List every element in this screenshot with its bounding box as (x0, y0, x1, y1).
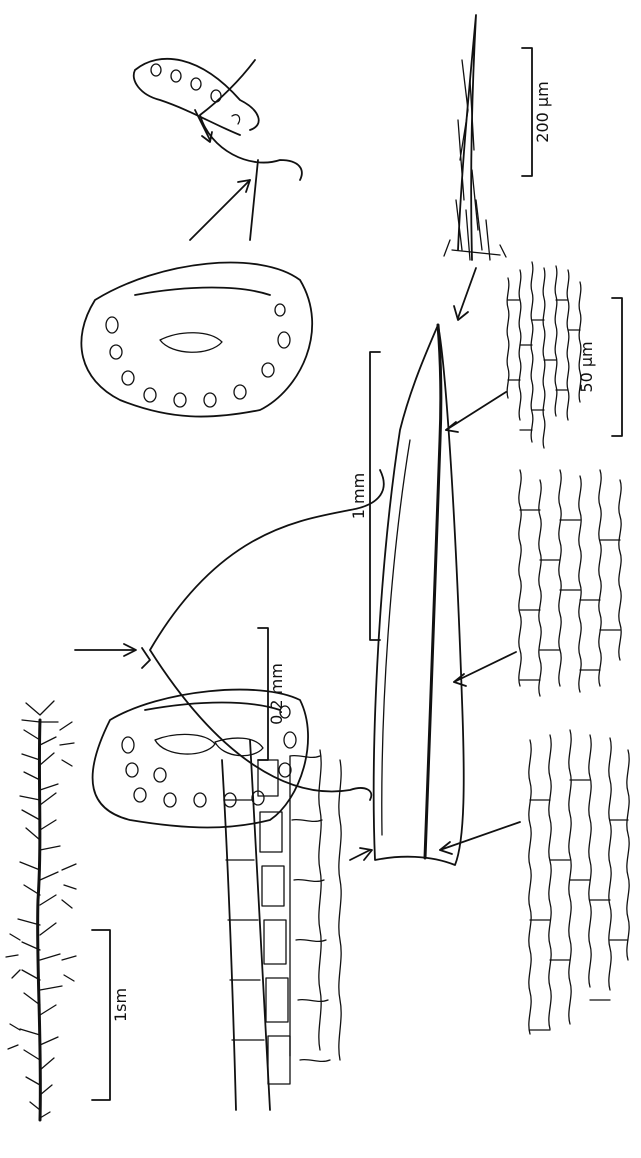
habit-scale-label: 1sm (111, 988, 130, 1022)
cross-section-arrow-1 (75, 644, 136, 656)
apex-scale-label: 200 µm (533, 81, 552, 142)
upper-leaf-cells-detail (446, 262, 581, 448)
apex-scale-bar: 200 µm (522, 48, 552, 176)
leaf-apex-drawing (444, 15, 506, 320)
cross-section-leaf-outline-2 (200, 60, 302, 240)
cross-section-scale-bar: 0.2 mm (258, 628, 286, 760)
shoot-habit-drawing (6, 701, 76, 1120)
cross-section-detail-3 (134, 59, 259, 142)
cells-scale-bar: 50 µm (577, 298, 622, 436)
leaf-scale-label: 1 mm (349, 473, 368, 519)
leaf-outline-drawing (374, 325, 464, 865)
basal-leaf-cells-detail (440, 730, 629, 1034)
cells-scale-label: 50 µm (577, 341, 596, 392)
cross-section-scale-label: 0.2 mm (267, 663, 286, 725)
habit-scale-bar: 1sm (92, 930, 130, 1100)
cross-section-leaf-outline-1 (142, 470, 384, 800)
mid-leaf-cells-detail (454, 470, 621, 696)
alar-cells-detail (222, 740, 372, 1110)
leaf-scale-bar: 1 mm (349, 352, 380, 640)
cross-section-arrow-2 (190, 180, 250, 240)
cross-section-detail-2 (81, 263, 312, 417)
